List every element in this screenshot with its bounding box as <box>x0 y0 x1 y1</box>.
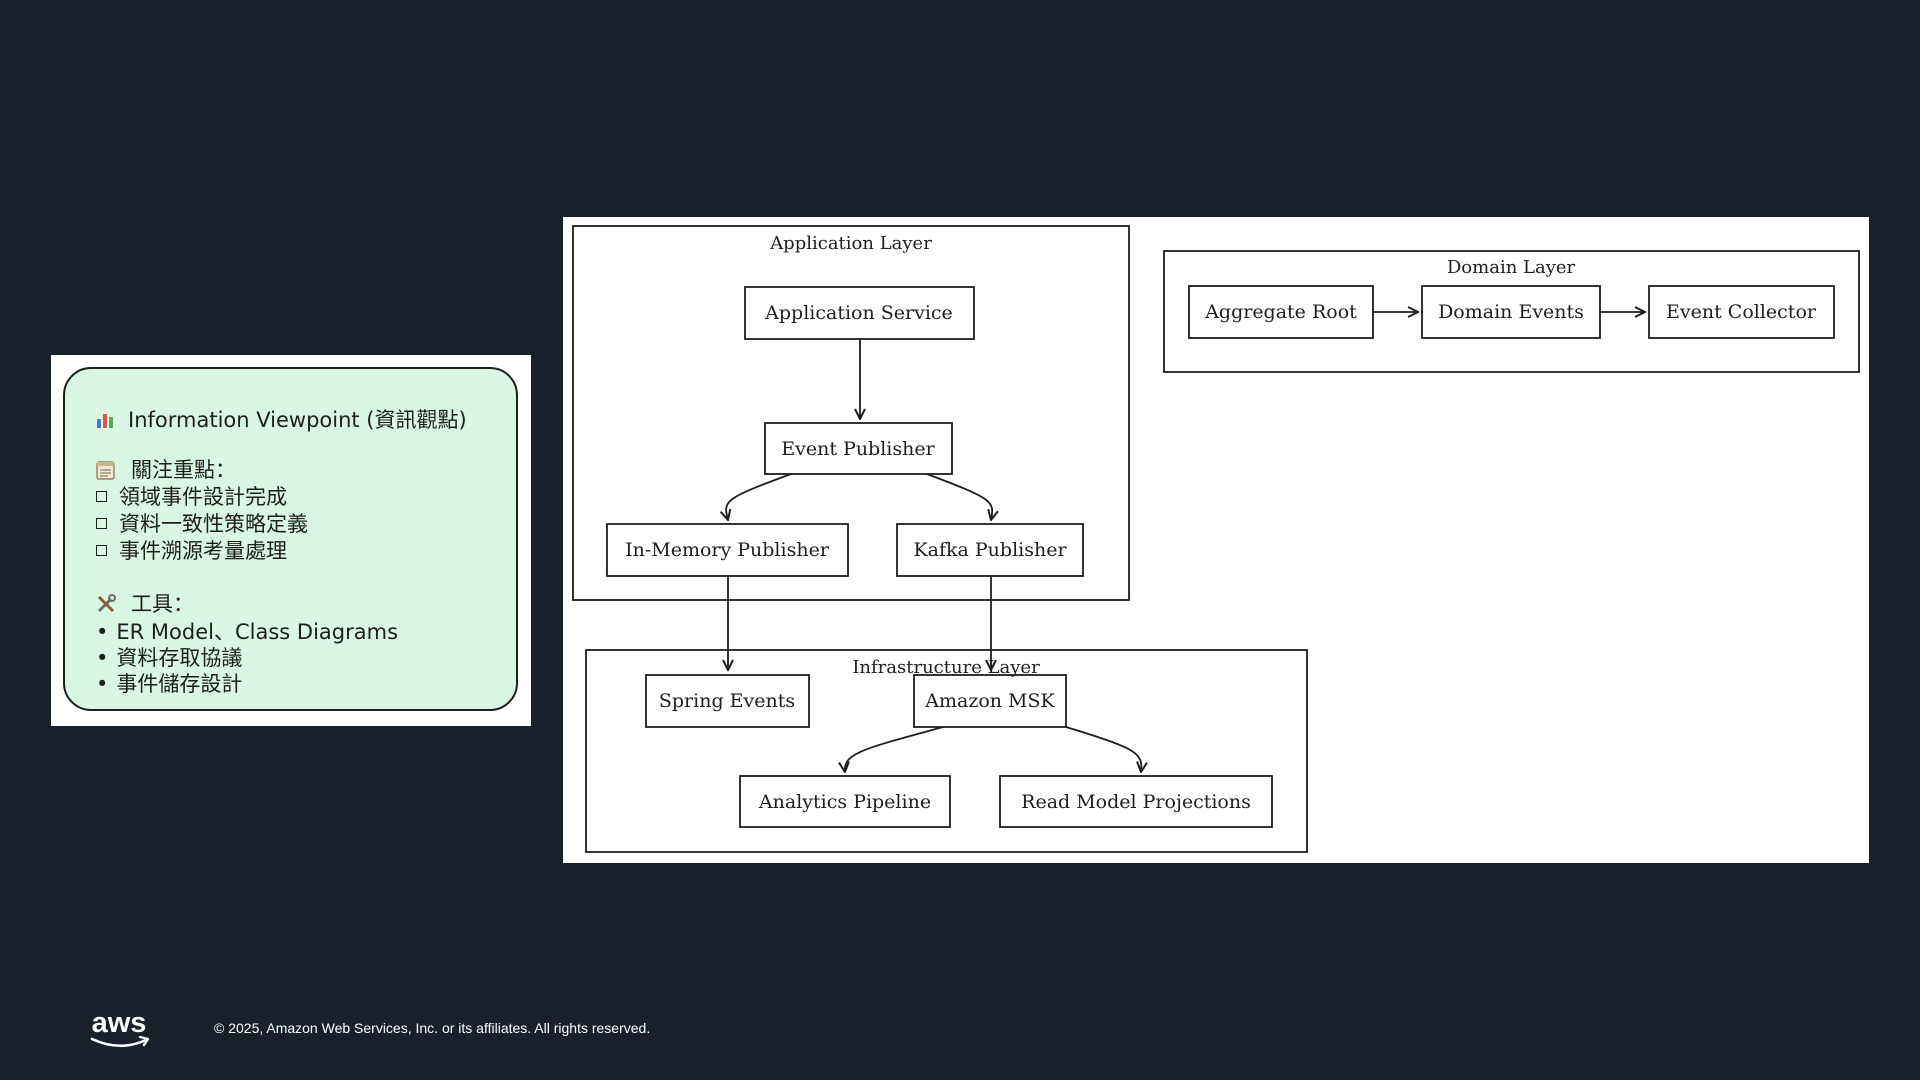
info-card-title-row: Information Viewpoint (資訊觀點) <box>96 407 467 433</box>
node-amazon-msk <box>913 674 1067 728</box>
aggregate-root-label: Aggregate Root <box>1204 301 1357 323</box>
focus-item: 事件溯源考量處理 <box>96 538 287 564</box>
memo-icon <box>96 460 115 480</box>
tools-item: •事件儲存設計 <box>96 672 243 696</box>
info-card-frame: Information Viewpoint (資訊觀點) 關注重點： 領域事件設… <box>51 355 531 726</box>
edge-msk-to-readmodel <box>1065 726 1141 772</box>
infrastructure-layer-box <box>585 649 1308 853</box>
spring-events-label: Spring Events <box>659 690 795 712</box>
tools-heading-row: 工具： <box>96 591 194 617</box>
tools-heading: 工具： <box>131 592 194 616</box>
application-layer-box <box>572 225 1130 601</box>
bullet-dot-icon: • <box>96 646 109 670</box>
edge-eventpublisher-to-inmemory <box>726 473 792 520</box>
focus-item: 資料一致性策略定義 <box>96 511 308 537</box>
read-model-projections-label: Read Model Projections <box>1021 791 1251 813</box>
infrastructure-layer-label: Infrastructure Layer <box>852 657 1040 678</box>
amazon-msk-label: Amazon MSK <box>924 690 1055 712</box>
event-collector-label: Event Collector <box>1666 301 1817 323</box>
square-bullet-icon <box>96 517 107 529</box>
info-card: Information Viewpoint (資訊觀點) 關注重點： 領域事件設… <box>63 367 518 711</box>
tools-icon <box>96 594 116 614</box>
domain-events-label: Domain Events <box>1438 301 1584 323</box>
node-event-publisher <box>764 422 953 475</box>
tools-item: •ER Model、Class Diagrams <box>96 620 399 644</box>
application-layer-label: Application Layer <box>769 233 932 254</box>
bar-chart-icon <box>96 409 114 428</box>
node-kafka-publisher <box>896 523 1084 577</box>
domain-layer-box <box>1163 250 1860 373</box>
edge-msk-to-analytics <box>845 726 944 772</box>
focus-heading-row: 關注重點： <box>96 457 236 483</box>
event-publisher-label: Event Publisher <box>781 438 935 460</box>
aws-logo-text: aws <box>92 1008 147 1039</box>
analytics-pipeline-label: Analytics Pipeline <box>758 791 931 813</box>
copyright-text: © 2025, Amazon Web Services, Inc. or its… <box>214 1020 651 1036</box>
node-analytics-pipeline <box>739 775 951 828</box>
application-service-label: Application Service <box>764 302 953 324</box>
bullet-dot-icon: • <box>96 672 109 696</box>
diagram-svg: Application Layer Domain Layer Infrastru… <box>572 225 1860 853</box>
bullet-dot-icon: • <box>96 620 109 644</box>
node-read-model-projections <box>999 775 1273 828</box>
node-event-collector <box>1648 285 1835 339</box>
kafka-publisher-label: Kafka Publisher <box>913 539 1067 561</box>
focus-item: 領域事件設計完成 <box>96 484 287 510</box>
square-bullet-icon <box>96 544 107 556</box>
domain-layer-label: Domain Layer <box>1447 257 1576 278</box>
aws-logo: aws <box>88 1007 154 1052</box>
architecture-diagram: Application Layer Domain Layer Infrastru… <box>563 217 1869 863</box>
in-memory-publisher-label: In-Memory Publisher <box>625 539 830 561</box>
info-card-title: Information Viewpoint (資訊觀點) <box>128 408 467 432</box>
focus-heading: 關注重點： <box>131 458 236 482</box>
tools-item: •資料存取協議 <box>96 646 243 670</box>
square-bullet-icon <box>96 490 107 502</box>
node-spring-events <box>645 674 810 728</box>
edge-eventpublisher-to-kafka <box>926 473 992 520</box>
